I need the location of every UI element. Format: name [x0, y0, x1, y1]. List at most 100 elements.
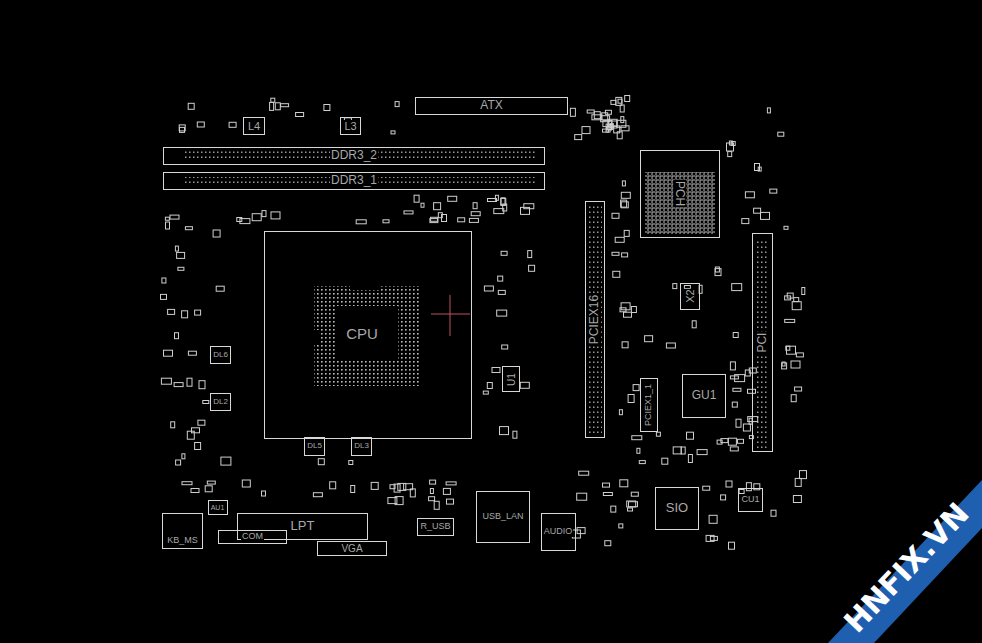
smd-part [754, 208, 761, 213]
smd-part [771, 510, 776, 516]
component-outline: ATX [415, 97, 568, 115]
smd-part [778, 132, 784, 136]
smd-part [629, 502, 638, 507]
smd-part [620, 480, 628, 487]
smd-part [318, 459, 324, 465]
component-outline: X2 [680, 283, 700, 310]
smd-part [572, 530, 580, 538]
smd-part [404, 484, 413, 490]
part-label: DL6 [212, 351, 229, 360]
smd-part [242, 480, 250, 487]
smd-part [770, 189, 777, 193]
smd-part [488, 199, 497, 202]
smd-part [727, 143, 734, 151]
smd-part [404, 211, 413, 214]
smd-part [625, 96, 630, 102]
smd-part [182, 482, 192, 485]
smd-part [715, 267, 719, 272]
smd-part [161, 294, 167, 299]
smd-part [795, 478, 801, 486]
smd-part [262, 491, 266, 496]
smd-part [447, 499, 454, 504]
smd-part [500, 427, 509, 435]
component-outline: R_USB [417, 518, 454, 536]
smd-part [192, 428, 200, 433]
smd-part [637, 448, 640, 453]
smd-part [728, 438, 736, 445]
smd-part [484, 286, 493, 291]
smd-part [709, 515, 717, 523]
smd-part [742, 219, 749, 224]
smd-part [281, 104, 289, 107]
smd-part [431, 217, 438, 221]
smd-part [529, 265, 535, 271]
smd-part [745, 192, 754, 198]
smd-part [356, 220, 366, 224]
smd-part [185, 227, 192, 230]
smd-part [443, 488, 450, 494]
smd-part [620, 105, 624, 112]
smd-part [430, 219, 438, 223]
smd-part [732, 284, 742, 291]
part-label: VGA [340, 543, 363, 554]
smd-part [726, 481, 732, 487]
smd-part [628, 395, 634, 403]
smd-part [645, 336, 653, 342]
smd-part [621, 117, 624, 123]
part-label: AU1 [210, 504, 226, 512]
smd-part [736, 419, 741, 427]
part-label: ATX [479, 99, 503, 112]
smd-part [513, 431, 517, 438]
part-label: SIO [665, 501, 689, 515]
smd-part [611, 506, 616, 512]
smd-part [330, 482, 336, 489]
component-outline: DL3 [351, 437, 372, 456]
part-label: CU1 [740, 495, 760, 505]
smd-part [800, 471, 807, 479]
smd-part [784, 226, 788, 229]
smd-part [577, 528, 585, 534]
smd-part [729, 542, 735, 549]
smd-part [730, 447, 738, 451]
smd-part [730, 362, 735, 370]
smd-part [262, 211, 266, 217]
smd-part [501, 198, 505, 205]
smd-part [349, 461, 353, 465]
watermark-band [828, 480, 982, 643]
smd-part [575, 135, 582, 140]
component-outline: PCIEX1_1 [640, 378, 658, 432]
component-outline: PCIEX16 [585, 201, 605, 438]
smd-part [606, 124, 610, 132]
smd-part [732, 402, 737, 407]
smd-part [497, 310, 507, 316]
component-outline: CU1 [738, 488, 763, 512]
smd-part [313, 493, 322, 497]
smd-part [621, 126, 629, 131]
smd-part [792, 302, 801, 310]
smd-part [502, 345, 508, 349]
smd-part [195, 443, 201, 450]
slot-pins [588, 206, 602, 434]
smd-part [631, 307, 636, 313]
part-label: PCH [673, 180, 686, 207]
smd-part [430, 480, 436, 484]
part-label: L4 [247, 120, 261, 132]
part-label: DL3 [353, 442, 370, 451]
part-label: PCIEX16 [588, 294, 601, 345]
smd-part [438, 213, 442, 218]
smd-part [207, 481, 215, 484]
smd-part [168, 309, 175, 314]
part-label: L3 [343, 120, 357, 132]
smd-part [615, 237, 624, 242]
smd-part [216, 286, 224, 291]
part-label: DL5 [306, 442, 323, 451]
smd-part [767, 108, 770, 113]
smd-part [785, 319, 795, 322]
smd-part [791, 361, 800, 368]
smd-part [175, 333, 179, 339]
smd-part [170, 215, 179, 219]
smd-part [174, 383, 183, 387]
smd-part [739, 490, 744, 494]
smd-part [703, 486, 710, 490]
